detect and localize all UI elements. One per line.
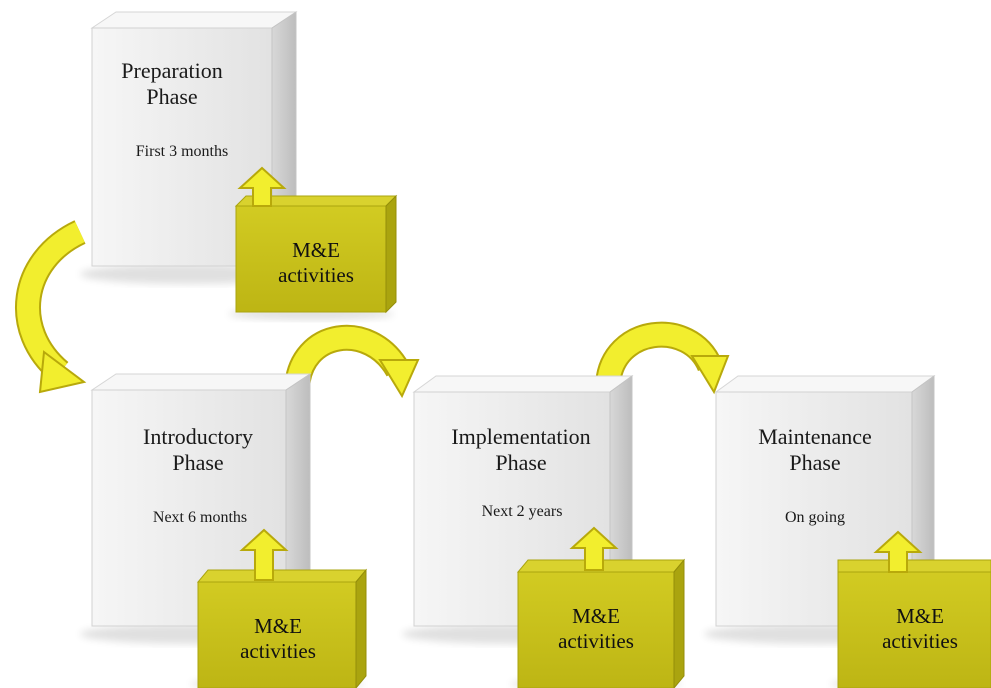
- up-arrow-preparation: [237, 166, 287, 207]
- up-arrow-introductory: [239, 528, 289, 581]
- curved-arrow-impl-to-maint: [595, 321, 730, 395]
- me-box-introductory: [190, 568, 368, 688]
- me-box-maintenance: [830, 559, 991, 688]
- up-arrow-maintenance: [873, 530, 923, 573]
- me-box-implementation: [510, 558, 686, 688]
- up-arrow-implementation: [569, 526, 619, 571]
- curved-arrow-intro-to-impl: [284, 324, 420, 399]
- me-box-preparation: [228, 194, 398, 320]
- curved-arrow-prep-to-intro: [15, 220, 87, 394]
